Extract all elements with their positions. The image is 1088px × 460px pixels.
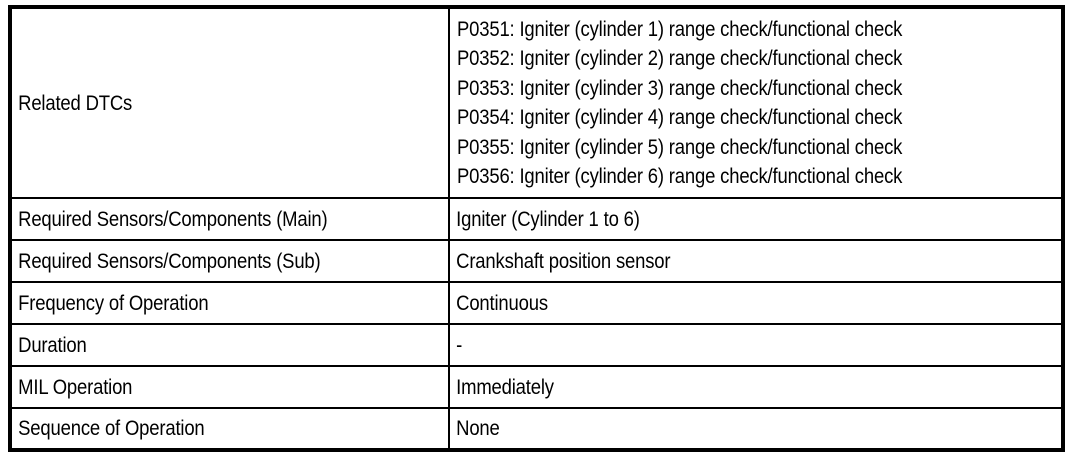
row-value-required-sensors-sub: Crankshaft position sensor [448,239,1063,282]
table-row: Related DTCs P0351: Igniter (cylinder 1)… [10,7,1063,198]
row-value-text: Continuous [455,291,548,315]
row-value-required-sensors-main: Igniter (Cylinder 1 to 6) [448,197,1063,240]
row-label-text: Required Sensors/Components (Sub) [18,249,321,273]
row-value-text: Immediately [455,375,554,399]
row-value-text: Igniter (Cylinder 1 to 6) [455,207,640,231]
list-item: P0351: Igniter (cylinder 1) range check/… [456,17,902,41]
row-label-text: MIL Operation [18,375,133,399]
row-label-duration: Duration [10,323,450,366]
row-label-mil-operation: MIL Operation [10,365,450,408]
row-value-mil-operation: Immediately [448,365,1063,408]
row-label-text: Related DTCs [18,91,133,115]
list-item: P0355: Igniter (cylinder 5) range check/… [456,135,902,159]
list-item: P0356: Igniter (cylinder 6) range check/… [456,165,902,188]
row-value-duration: - [448,323,1063,366]
list-item: P0353: Igniter (cylinder 3) range check/… [456,76,902,100]
row-label-text: Required Sensors/Components (Main) [18,207,328,231]
row-value-text: None [455,417,500,440]
row-label-frequency-of-operation: Frequency of Operation [10,281,450,324]
row-label-text: Duration [18,333,87,357]
row-label-text: Sequence of Operation [18,417,205,440]
table-row: Frequency of Operation Continuous [10,281,1063,324]
table-body: Related DTCs P0351: Igniter (cylinder 1)… [10,7,1063,450]
table-row: Required Sensors/Components (Sub) Cranks… [10,239,1063,282]
dtc-specification-table: Related DTCs P0351: Igniter (cylinder 1)… [8,5,1065,452]
table-row: Duration - [10,323,1063,366]
table-row: MIL Operation Immediately [10,365,1063,408]
row-label-required-sensors-sub: Required Sensors/Components (Sub) [10,239,450,282]
row-value-text: - [455,333,462,357]
list-item: P0354: Igniter (cylinder 4) range check/… [456,106,902,129]
row-label-sequence-of-operation: Sequence of Operation [10,407,450,450]
row-label-text: Frequency of Operation [18,291,209,315]
row-value-text: Crankshaft position sensor [455,249,671,273]
row-value-sequence-of-operation: None [448,407,1063,450]
row-value-related-dtcs: P0351: Igniter (cylinder 1) range check/… [448,7,1063,198]
table-row: Required Sensors/Components (Main) Ignit… [10,197,1063,240]
row-label-related-dtcs: Related DTCs [10,7,450,198]
list-item: P0352: Igniter (cylinder 2) range check/… [456,47,902,70]
row-label-required-sensors-main: Required Sensors/Components (Main) [10,197,450,240]
dtc-list: P0351: Igniter (cylinder 1) range check/… [450,15,1061,192]
row-value-frequency-of-operation: Continuous [448,281,1063,324]
table-row: Sequence of Operation None [10,407,1063,450]
